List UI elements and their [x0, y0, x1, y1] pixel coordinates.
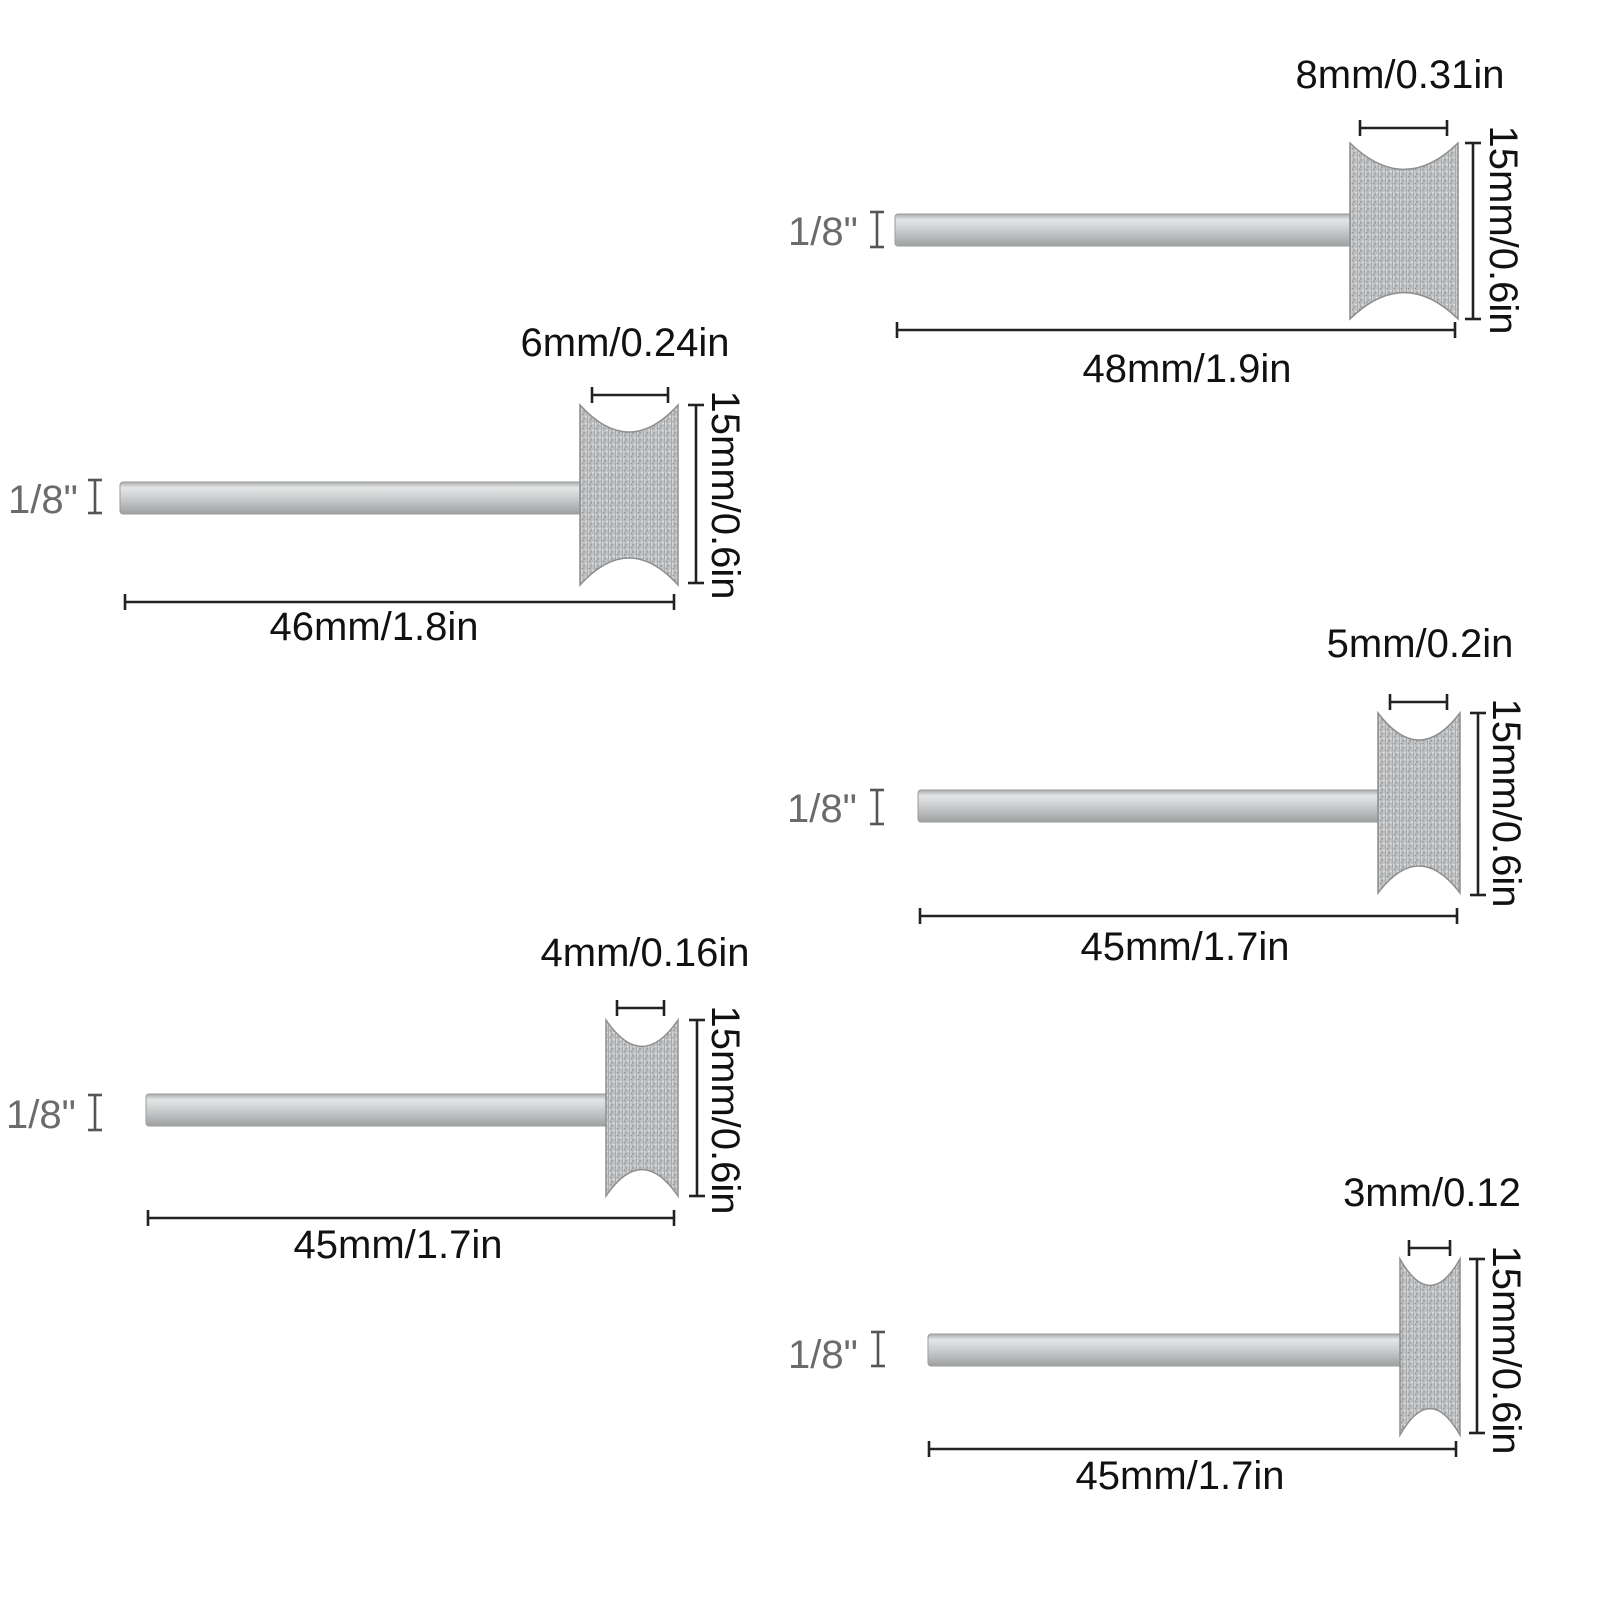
shank — [917, 789, 1381, 823]
shank — [119, 481, 586, 515]
shank — [145, 1093, 612, 1127]
total-length-label: 45mm/1.7in — [1081, 925, 1290, 969]
head-height-dimension — [1470, 711, 1486, 897]
head-width-label: 4mm/0.16in — [541, 931, 750, 975]
shank-diameter-label: 1/8" — [788, 1333, 858, 1377]
grinding-head — [579, 403, 679, 587]
bit-4mm: 4mm/0.16in 15mm/0.6in 45mm/1.7in 1/8" — [6, 931, 749, 1267]
bit-3mm: 3mm/0.12 15mm/0.6in 45mm/1.7in 1/8" — [788, 1171, 1528, 1498]
head-height-dimension — [1469, 1257, 1485, 1435]
bit-5mm: 5mm/0.2in 15mm/0.6in 45mm/1.7in 1/8" — [787, 622, 1528, 969]
total-length-dimension — [927, 1441, 1458, 1457]
bit-6mm: 6mm/0.24in 15mm/0.6in 46mm/1.8in 1/8" — [8, 321, 747, 649]
shank-diameter-label: 1/8" — [788, 210, 858, 254]
total-length-dimension — [895, 322, 1457, 338]
shank-diameter-dimension — [870, 210, 884, 249]
total-length-dimension — [123, 594, 676, 610]
total-length-label: 46mm/1.8in — [270, 605, 479, 649]
head-height-dimension — [1465, 141, 1481, 321]
head-width-label: 5mm/0.2in — [1327, 622, 1514, 666]
head-height-label: 15mm/0.6in — [1481, 126, 1525, 335]
head-width-dimension — [1388, 694, 1449, 710]
head-width-label: 8mm/0.31in — [1296, 53, 1505, 97]
shank-diameter-dimension — [871, 1330, 885, 1368]
shank — [894, 213, 1364, 247]
total-length-dimension — [146, 1210, 676, 1226]
shank-diameter-dimension — [870, 788, 884, 826]
shank-diameter-dimension — [88, 478, 102, 515]
head-width-label: 6mm/0.24in — [521, 321, 730, 365]
total-length-label: 45mm/1.7in — [294, 1223, 503, 1267]
head-height-label: 15mm/0.6in — [703, 1006, 747, 1215]
shank-diameter-dimension — [88, 1093, 102, 1132]
head-height-dimension — [688, 403, 704, 585]
head-width-dimension — [590, 387, 670, 403]
grinding-head — [1349, 141, 1459, 321]
head-height-label: 15mm/0.6in — [703, 391, 747, 600]
shank — [927, 1333, 1407, 1367]
head-width-dimension — [1407, 1240, 1452, 1256]
head-width-dimension — [1358, 120, 1449, 136]
grinding-head — [605, 1017, 679, 1199]
shank-diameter-label: 1/8" — [6, 1093, 76, 1137]
total-length-label: 48mm/1.9in — [1083, 347, 1292, 391]
head-height-dimension — [689, 1018, 705, 1198]
total-length-label: 45mm/1.7in — [1076, 1454, 1285, 1498]
grinding-head — [1377, 710, 1461, 896]
head-height-label: 15mm/0.6in — [1484, 699, 1528, 908]
shank-diameter-label: 1/8" — [8, 478, 78, 522]
head-width-label: 3mm/0.12 — [1343, 1171, 1521, 1215]
total-length-dimension — [918, 908, 1459, 924]
head-width-dimension — [615, 1000, 666, 1016]
bit-8mm: 8mm/0.31in 15mm/0.6in 48mm/1.9in 1/8" — [788, 53, 1525, 391]
shank-diameter-label: 1/8" — [787, 787, 857, 831]
head-height-label: 15mm/0.6in — [1484, 1246, 1528, 1455]
grinding-head — [1399, 1256, 1461, 1438]
